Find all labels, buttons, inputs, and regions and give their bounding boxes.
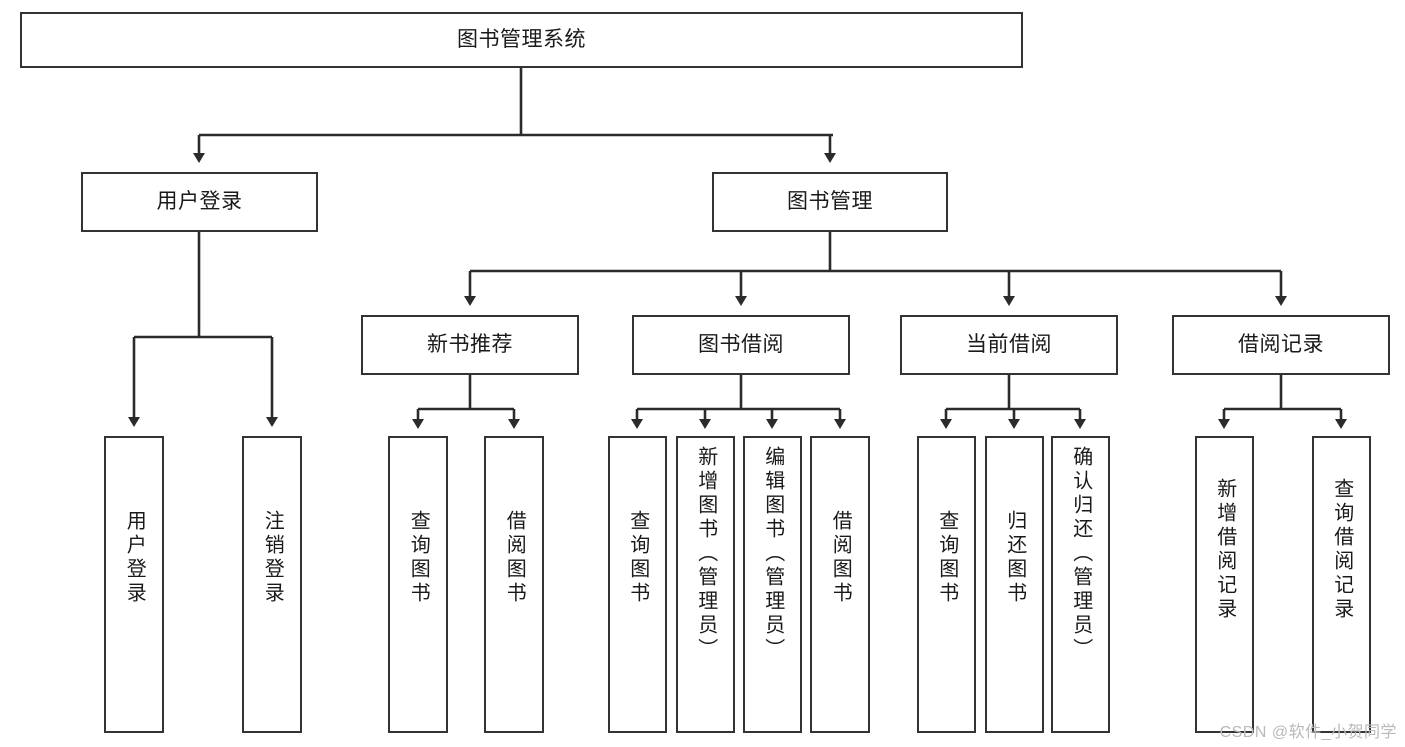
node-leaf-edit-book-label: 编辑图书（管理员） <box>761 446 784 662</box>
node-leaf-query-record[interactable]: 查询借阅记录 <box>1312 436 1371 733</box>
node-leaf-borrow-book-1-label: 借阅图书 <box>503 510 526 606</box>
node-book-manage[interactable]: 图书管理 <box>712 172 948 232</box>
node-borrow-record-label: 借阅记录 <box>1238 333 1324 357</box>
node-leaf-query-book-3-label: 查询图书 <box>935 510 958 606</box>
node-book-borrow-label: 图书借阅 <box>698 333 784 357</box>
node-leaf-query-book-2[interactable]: 查询图书 <box>608 436 667 733</box>
node-root[interactable]: 图书管理系统 <box>20 12 1023 68</box>
node-leaf-confirm-return[interactable]: 确认归还（管理员） <box>1051 436 1110 733</box>
node-leaf-return-book-label: 归还图书 <box>1003 510 1026 606</box>
node-book-manage-label: 图书管理 <box>787 190 873 214</box>
node-leaf-logout[interactable]: 注销登录 <box>242 436 302 733</box>
node-leaf-add-record-label: 新增借阅记录 <box>1213 478 1236 622</box>
node-leaf-query-book-1[interactable]: 查询图书 <box>388 436 448 733</box>
node-leaf-add-book-label: 新增图书（管理员） <box>694 446 717 662</box>
node-leaf-borrow-book-2[interactable]: 借阅图书 <box>810 436 870 733</box>
node-leaf-borrow-book-2-label: 借阅图书 <box>829 510 852 606</box>
node-current-borrow[interactable]: 当前借阅 <box>900 315 1118 375</box>
node-new-book-rec-label: 新书推荐 <box>427 333 513 357</box>
node-leaf-query-book-2-label: 查询图书 <box>626 510 649 606</box>
node-leaf-add-book[interactable]: 新增图书（管理员） <box>676 436 735 733</box>
node-leaf-return-book[interactable]: 归还图书 <box>985 436 1044 733</box>
node-leaf-logout-label: 注销登录 <box>261 510 284 606</box>
node-leaf-add-record[interactable]: 新增借阅记录 <box>1195 436 1254 733</box>
node-user-login[interactable]: 用户登录 <box>81 172 318 232</box>
node-leaf-user-login-label: 用户登录 <box>123 510 146 606</box>
node-leaf-user-login[interactable]: 用户登录 <box>104 436 164 733</box>
node-leaf-borrow-book-1[interactable]: 借阅图书 <box>484 436 544 733</box>
node-leaf-query-record-label: 查询借阅记录 <box>1330 478 1353 622</box>
node-leaf-query-book-1-label: 查询图书 <box>407 510 430 606</box>
node-current-borrow-label: 当前借阅 <box>966 333 1052 357</box>
node-leaf-confirm-return-label: 确认归还（管理员） <box>1069 446 1092 662</box>
node-user-login-label: 用户登录 <box>156 190 243 214</box>
node-leaf-edit-book[interactable]: 编辑图书（管理员） <box>743 436 802 733</box>
node-new-book-rec[interactable]: 新书推荐 <box>361 315 579 375</box>
node-book-borrow[interactable]: 图书借阅 <box>632 315 850 375</box>
node-root-label: 图书管理系统 <box>457 28 586 52</box>
node-borrow-record[interactable]: 借阅记录 <box>1172 315 1390 375</box>
node-leaf-query-book-3[interactable]: 查询图书 <box>917 436 976 733</box>
